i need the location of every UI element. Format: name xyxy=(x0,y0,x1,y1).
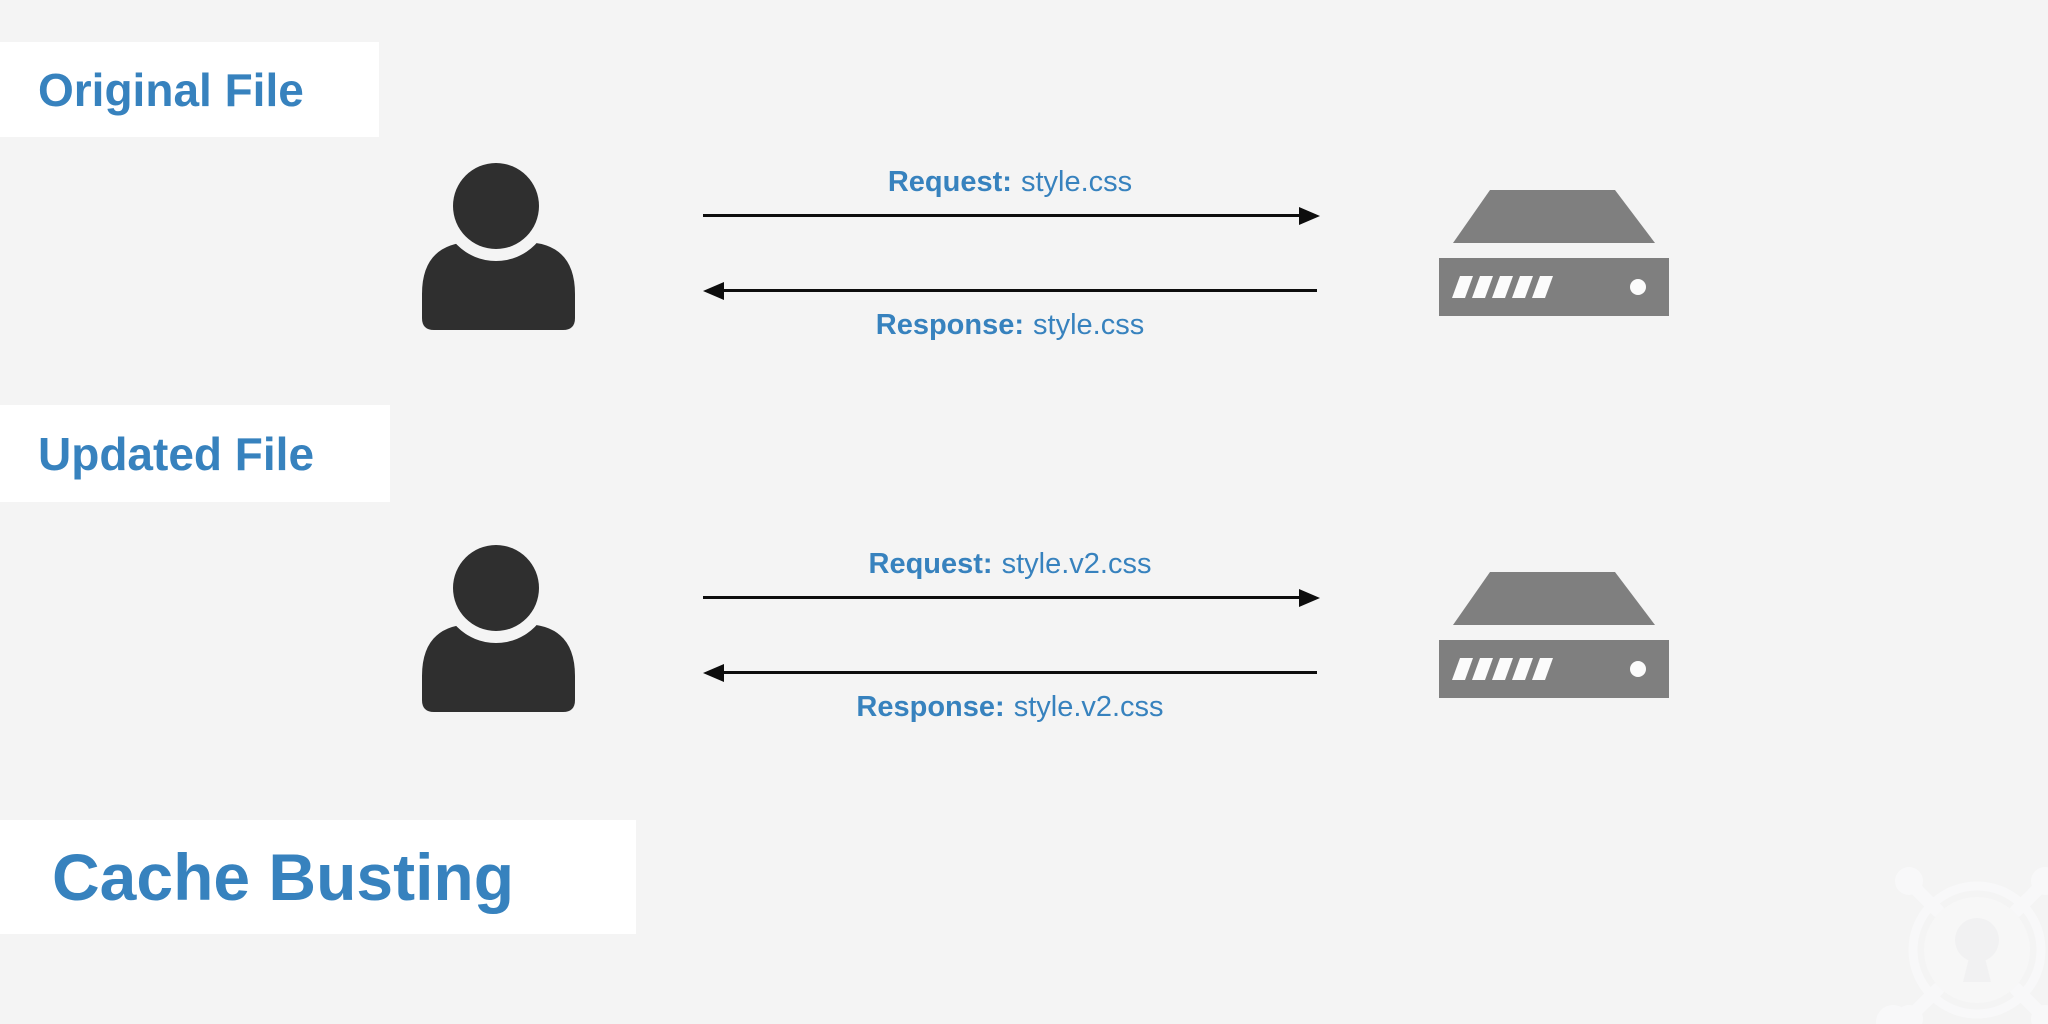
request-label-1: Request: xyxy=(887,166,1012,198)
user-icon xyxy=(422,544,575,712)
request-arrowhead-icon-2 xyxy=(1299,589,1320,607)
keyhole-logo-watermark-icon xyxy=(1876,867,2048,1024)
response-arrowhead-icon-1 xyxy=(703,282,724,300)
page-title-box: Cache Busting xyxy=(0,820,636,934)
server-icon xyxy=(1439,572,1669,698)
request-file-2: style.v2.css xyxy=(1001,548,1152,580)
response-file-1: style.css xyxy=(1033,309,1145,341)
request-caption-1: Request:style.css xyxy=(700,162,1320,202)
request-arrow-line-1 xyxy=(703,214,1300,217)
original-file-label: Original File xyxy=(38,63,304,116)
page-title: Cache Busting xyxy=(52,840,515,914)
request-file-1: style.css xyxy=(1020,166,1133,198)
response-caption-2: Response:style.v2.css xyxy=(700,687,1320,727)
section-label-updated-file: Updated File xyxy=(0,405,390,502)
request-caption-2: Request:style.v2.css xyxy=(700,544,1320,584)
response-arrowhead-icon-2 xyxy=(703,664,724,682)
response-label-1: Response: xyxy=(875,309,1025,341)
server-icon xyxy=(1439,190,1669,316)
response-arrow-line-1 xyxy=(723,289,1317,292)
request-label-2: Request: xyxy=(868,548,993,580)
response-caption-1: Response:style.css xyxy=(700,305,1320,345)
section-label-original-file: Original File xyxy=(0,42,379,137)
response-label-2: Response: xyxy=(856,691,1005,723)
updated-file-label: Updated File xyxy=(38,427,315,480)
user-icon xyxy=(422,162,575,330)
response-file-2: style.v2.css xyxy=(1013,691,1164,723)
request-arrowhead-icon-1 xyxy=(1299,207,1320,225)
request-arrow-line-2 xyxy=(703,596,1300,599)
response-arrow-line-2 xyxy=(723,671,1317,674)
